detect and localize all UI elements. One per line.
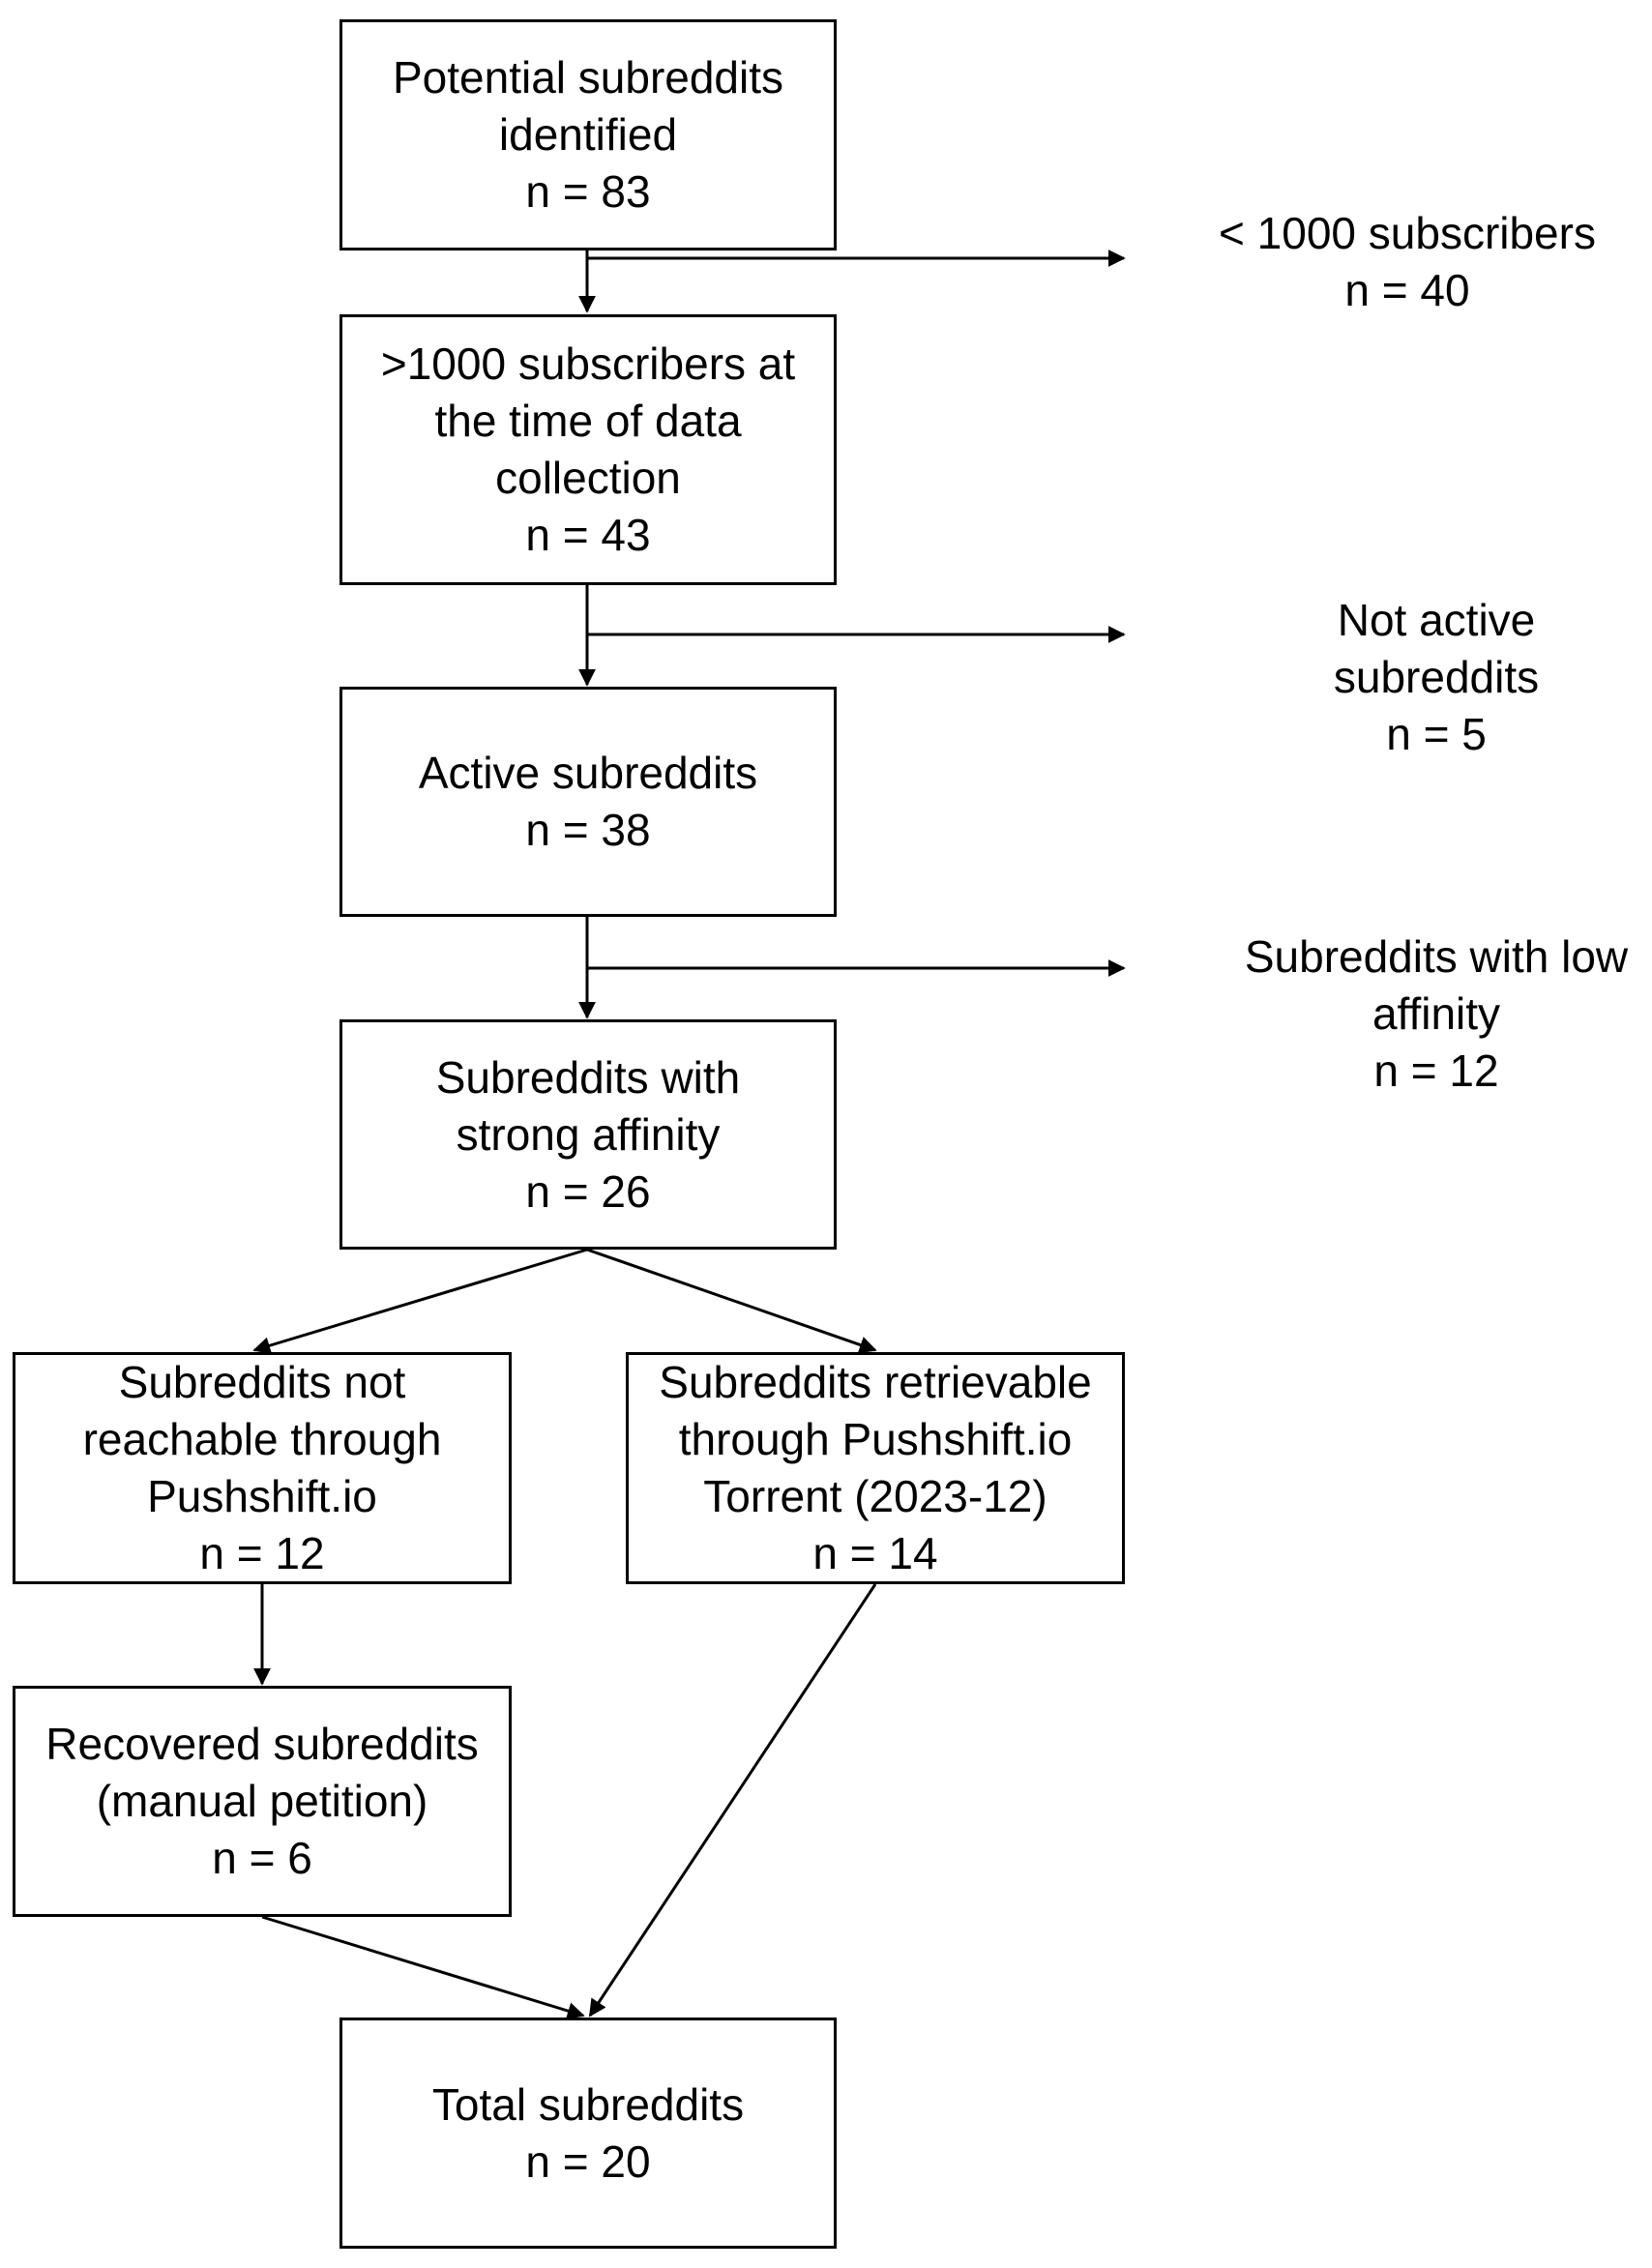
box-active-line-1: Active subreddits: [418, 748, 758, 798]
exclusion-not-active-line-1: Not active: [1337, 595, 1536, 645]
box-over-1000-line-2: the time of data: [434, 396, 742, 446]
box-not-reachable-line-2: reachable through: [82, 1414, 442, 1464]
exclusion-not-active-count: n = 5: [1386, 709, 1487, 759]
box-strong-affinity-line-1: Subreddits with: [435, 1051, 741, 1103]
box-strong-affinity-line-2: strong affinity: [456, 1108, 721, 1160]
box-not-reachable-line-1: Subreddits not: [118, 1357, 406, 1407]
box-retrievable-count: n = 14: [812, 1528, 938, 1578]
box-recovered-line-1: Recovered subreddits: [45, 1719, 479, 1769]
arrow-retrievable-to-total: [588, 1583, 877, 2018]
arrow-recovered-to-total: [261, 1915, 585, 2019]
box-over-1000-line-3: collection: [495, 453, 681, 503]
box-total-line-1: Total subreddits: [431, 2078, 745, 2130]
box-over-1000-line-1: >1000 subscribers at: [380, 339, 796, 389]
exclusion-low-affinity-count: n = 12: [1373, 1046, 1499, 1096]
arrow-strong-affinity-to-retrievable: [586, 1248, 877, 1354]
box-not-reachable: Subreddits not reachable through Pushshi…: [13, 1352, 512, 1584]
box-total-count: n = 20: [525, 2135, 651, 2187]
box-over-1000-count: n = 43: [525, 510, 651, 560]
box-strong-affinity-count: n = 26: [525, 1165, 651, 1217]
box-retrievable: Subreddits retrievable through Pushshift…: [626, 1352, 1125, 1584]
box-total-subreddits: Total subreddits n = 20: [339, 2018, 837, 2249]
box-not-reachable-count: n = 12: [199, 1528, 325, 1578]
box-retrievable-line-2: through Pushshift.io: [678, 1414, 1073, 1464]
box-potential-line-2: identified: [498, 109, 678, 160]
exclusion-not-active-line-2: subreddits: [1333, 652, 1540, 702]
box-over-1000-subscribers: >1000 subscribers at the time of data co…: [339, 314, 837, 585]
box-recovered-line-2: (manual petition): [96, 1776, 428, 1826]
box-recovered: Recovered subreddits (manual petition) n…: [13, 1686, 512, 1917]
box-not-reachable-line-3: Pushshift.io: [147, 1471, 377, 1521]
exclusion-low-affinity-line-2: affinity: [1372, 988, 1501, 1039]
arrow-strong-affinity-to-not-reachable: [252, 1248, 588, 1354]
box-potential-line-1: Potential subreddits: [392, 52, 784, 103]
exclusion-under-1000: < 1000 subscribers n = 40: [1180, 205, 1635, 319]
box-retrievable-line-1: Subreddits retrievable: [659, 1357, 1092, 1407]
box-strong-affinity: Subreddits with strong affinity n = 26: [339, 1019, 837, 1250]
exclusion-under-1000-line-1: < 1000 subscribers: [1219, 208, 1596, 258]
box-active-count: n = 38: [525, 805, 651, 855]
exclusion-not-active: Not active subreddits n = 5: [1209, 592, 1652, 763]
box-potential-subreddits: Potential subreddits identified n = 83: [339, 19, 837, 250]
exclusion-under-1000-count: n = 40: [1344, 265, 1470, 315]
box-recovered-count: n = 6: [212, 1833, 312, 1883]
exclusion-low-affinity-line-1: Subreddits with low: [1244, 931, 1629, 982]
box-active-subreddits: Active subreddits n = 38: [339, 687, 837, 917]
exclusion-low-affinity: Subreddits with low affinity n = 12: [1209, 928, 1652, 1100]
box-potential-count: n = 83: [525, 166, 651, 217]
box-retrievable-line-3: Torrent (2023-12): [703, 1471, 1047, 1521]
